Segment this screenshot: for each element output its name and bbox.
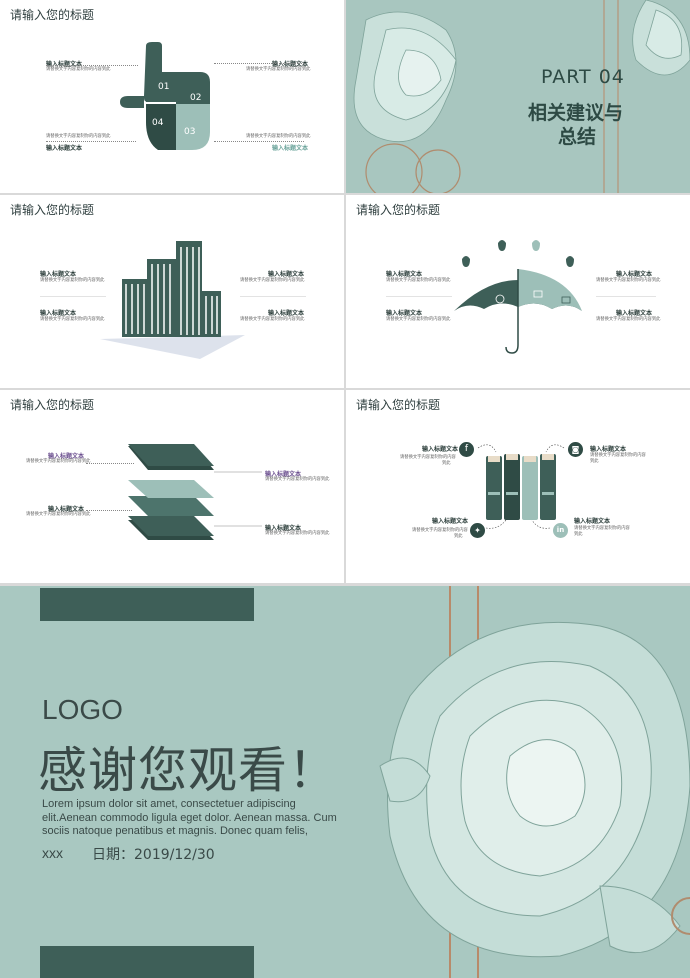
slide-puzzle-hand[interactable]: 请输入您的标题 输入标题文本 请替换文字内容复制你的内容到此 输入标题文本 请替…	[0, 0, 344, 193]
slide-umbrella[interactable]: 请输入您的标题 输入标题文本 请替换文字内容复制你的内容到此 输入标题文本 请替…	[346, 195, 690, 388]
facebook-icon[interactable]: f	[459, 442, 474, 457]
text-bottom-left-2: 到此	[454, 534, 463, 539]
slide-buildings[interactable]: 请输入您的标题 输入标题文本 请替换文字内容复制你的内容到此 输入标题文本 请替…	[0, 195, 344, 388]
text-right-1: 请替换文字内容复制你的内容到此	[265, 477, 330, 482]
puzzle-piece-03: 03	[184, 127, 195, 137]
label-left-2: 输入标题文本	[48, 506, 85, 513]
label-right-1: 输入标题文本	[268, 271, 305, 278]
text-bottom-left: 请替换文字内容复制你的内容到此	[46, 134, 111, 139]
label-left-2: 输入标题文本	[40, 310, 77, 317]
text-left-2: 请替换文字内容复制你的内容到此	[386, 317, 451, 322]
books-graphic	[486, 454, 556, 520]
label-bottom-right: 输入标题文本	[574, 518, 611, 525]
linkedin-icon[interactable]: in	[553, 523, 568, 538]
part-title-line1: 相关建议与	[528, 102, 624, 124]
text-left-2: 请替换文字内容复制你的内容到此	[26, 512, 91, 517]
text-bottom-right: 请替换文字内容复制你的内容到此	[246, 134, 311, 139]
label-top-left: 输入标题文本	[46, 61, 83, 68]
date-text: 日期：2019/12/30	[92, 847, 215, 863]
label-left-2: 输入标题文本	[386, 310, 423, 317]
paper-flower-background	[0, 586, 690, 978]
lorem-line-2: elit.Aenean commodo ligula eget dolor. A…	[42, 812, 337, 824]
label-right-2: 输入标题文本	[268, 310, 305, 317]
logo-text: LOGO	[42, 694, 123, 725]
slide-title: 请输入您的标题	[10, 203, 95, 217]
slide-books-social[interactable]: 请输入您的标题 输入标题文本 请替换文字内容复制你的内容 到此 输入标题文本 请…	[346, 390, 690, 583]
slide-title: 请输入您的标题	[356, 398, 441, 412]
label-right-2: 输入标题文本	[265, 525, 302, 532]
label-right-1: 输入标题文本	[265, 471, 302, 478]
text-bottom-right-2: 到此	[574, 532, 583, 537]
text-top-right: 请替换文字内容复制你的内容到此	[246, 67, 311, 72]
label-left-1: 输入标题文本	[48, 453, 85, 460]
paper-flower-image	[346, 0, 690, 193]
text-left-2: 请替换文字内容复制你的内容到此	[40, 317, 105, 322]
label-left-1: 输入标题文本	[386, 271, 423, 278]
top-accent-bar	[40, 588, 254, 621]
twitter-icon[interactable]: ✦	[470, 523, 485, 538]
slide-title: 请输入您的标题	[10, 8, 95, 22]
puzzle-piece-02: 02	[190, 93, 201, 103]
text-top-left: 请替换文字内容复制你的内容到此	[46, 67, 111, 72]
slide-title: 请输入您的标题	[10, 398, 95, 412]
label-left-1: 输入标题文本	[40, 271, 77, 278]
label-top-right: 输入标题文本	[272, 61, 309, 68]
lorem-line-3: sociis natoque penatibus et magnis. Done…	[42, 825, 308, 837]
slide-title: 请输入您的标题	[356, 203, 441, 217]
label-bottom-left: 输入标题文本	[432, 518, 469, 525]
stacked-layers-graphic	[128, 444, 262, 540]
instagram-icon[interactable]: ◙	[568, 442, 583, 457]
label-bottom-right: 输入标题文本	[272, 145, 309, 152]
text-left-1: 请替换文字内容复制你的内容到此	[26, 459, 91, 464]
text-right-2: 请替换文字内容复制你的内容到此	[240, 317, 305, 322]
puzzle-piece-04: 04	[152, 118, 164, 128]
buildings-graphic	[100, 241, 245, 359]
author-name: xxx	[42, 845, 63, 861]
text-top-right-1: 请替换文字内容复制你的内容	[590, 453, 646, 458]
text-right-1: 请替换文字内容复制你的内容到此	[240, 278, 305, 283]
puzzle-hand-graphic: 01 02 04 03	[120, 42, 210, 150]
part-title-line2: 总结	[558, 126, 597, 148]
label-top-left: 输入标题文本	[422, 446, 459, 453]
label-top-right: 输入标题文本	[590, 446, 627, 453]
bottom-accent-bar	[40, 946, 254, 978]
text-top-right-2: 到此	[590, 459, 599, 464]
text-right-2: 请替换文字内容复制你的内容到此	[596, 317, 661, 322]
text-left-1: 请替换文字内容复制你的内容到此	[386, 278, 451, 283]
text-right-2: 请替换文字内容复制你的内容到此	[265, 531, 330, 536]
thanks-title: 感谢您观看！	[38, 742, 339, 799]
part-number: PART 04	[541, 66, 625, 88]
label-right-1: 输入标题文本	[616, 271, 653, 278]
text-bottom-right-1: 请替换文字内容复制你的内容	[574, 526, 630, 531]
text-top-left-2: 到此	[442, 461, 451, 466]
text-top-left-1: 请替换文字内容复制你的内容	[400, 455, 456, 460]
slide-closing[interactable]: LOGO 感谢您观看！ Lorem ipsum dolor sit amet, …	[0, 586, 690, 978]
text-bottom-left-1: 请替换文字内容复制你的内容	[412, 528, 468, 533]
arrows-graphic	[477, 444, 565, 529]
puzzle-piece-01: 01	[158, 82, 169, 92]
slide-layers[interactable]: 请输入您的标题 输入标题文本 请替换文字内容复制你的内容到此 输入标题文本 请替…	[0, 390, 344, 583]
label-right-2: 输入标题文本	[616, 310, 653, 317]
lorem-line-1: Lorem ipsum dolor sit amet, consectetuer…	[42, 798, 296, 810]
text-left-1: 请替换文字内容复制你的内容到此	[40, 278, 105, 283]
text-right-1: 请替换文字内容复制你的内容到此	[596, 278, 661, 283]
slide-part-04[interactable]: PART 04 相关建议与 总结	[346, 0, 690, 193]
umbrella-graphic	[454, 240, 582, 354]
label-bottom-left: 输入标题文本	[46, 145, 83, 152]
